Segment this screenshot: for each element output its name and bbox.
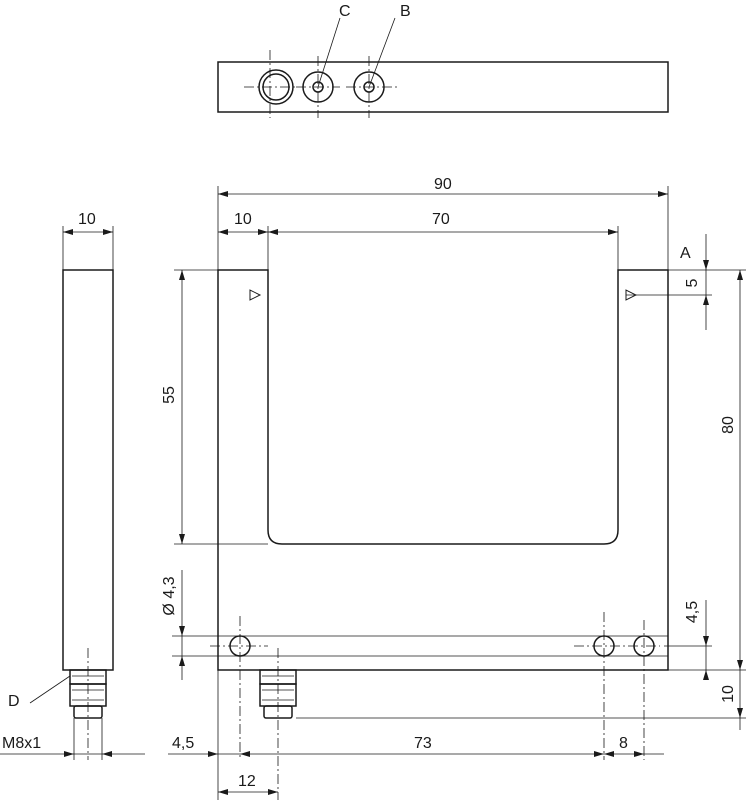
emitter-marker xyxy=(249,289,262,301)
dim-hole-offset: 4,5 xyxy=(684,601,701,623)
dim-hole-diameter: Ø 4,3 xyxy=(161,576,178,615)
callout-d: D xyxy=(8,693,20,710)
dim-right-hole-offset: 8 xyxy=(619,735,628,752)
dim-reference-offset: 5 xyxy=(684,278,701,287)
dim-arm-length: 55 xyxy=(161,386,178,404)
fork-body xyxy=(217,269,669,671)
top-view-body xyxy=(217,61,669,113)
front-dimensions: 90 10 70 55 Ø 4,3 80 5 A xyxy=(161,176,746,800)
side-view-body xyxy=(62,269,114,671)
dim-overall-width: 90 xyxy=(434,176,452,193)
top-view: C B xyxy=(217,3,669,118)
dim-slot-width: 70 xyxy=(432,211,450,228)
dim-hole-spacing: 73 xyxy=(414,735,432,752)
dim-arm-width: 10 xyxy=(234,211,252,228)
dim-connector-depth: 10 xyxy=(720,685,737,703)
dim-connector-position: 12 xyxy=(238,773,256,790)
dim-side-thickness: 10 xyxy=(78,211,96,228)
side-view: 10 M8x1 D xyxy=(0,211,145,760)
callout-a: A xyxy=(680,245,691,262)
callout-b: B xyxy=(400,3,411,20)
dim-height: 80 xyxy=(720,416,737,434)
front-view xyxy=(172,269,669,800)
thread-label: M8x1 xyxy=(2,735,41,752)
dim-left-hole-offset: 4,5 xyxy=(172,735,194,752)
callout-c: C xyxy=(339,3,351,20)
